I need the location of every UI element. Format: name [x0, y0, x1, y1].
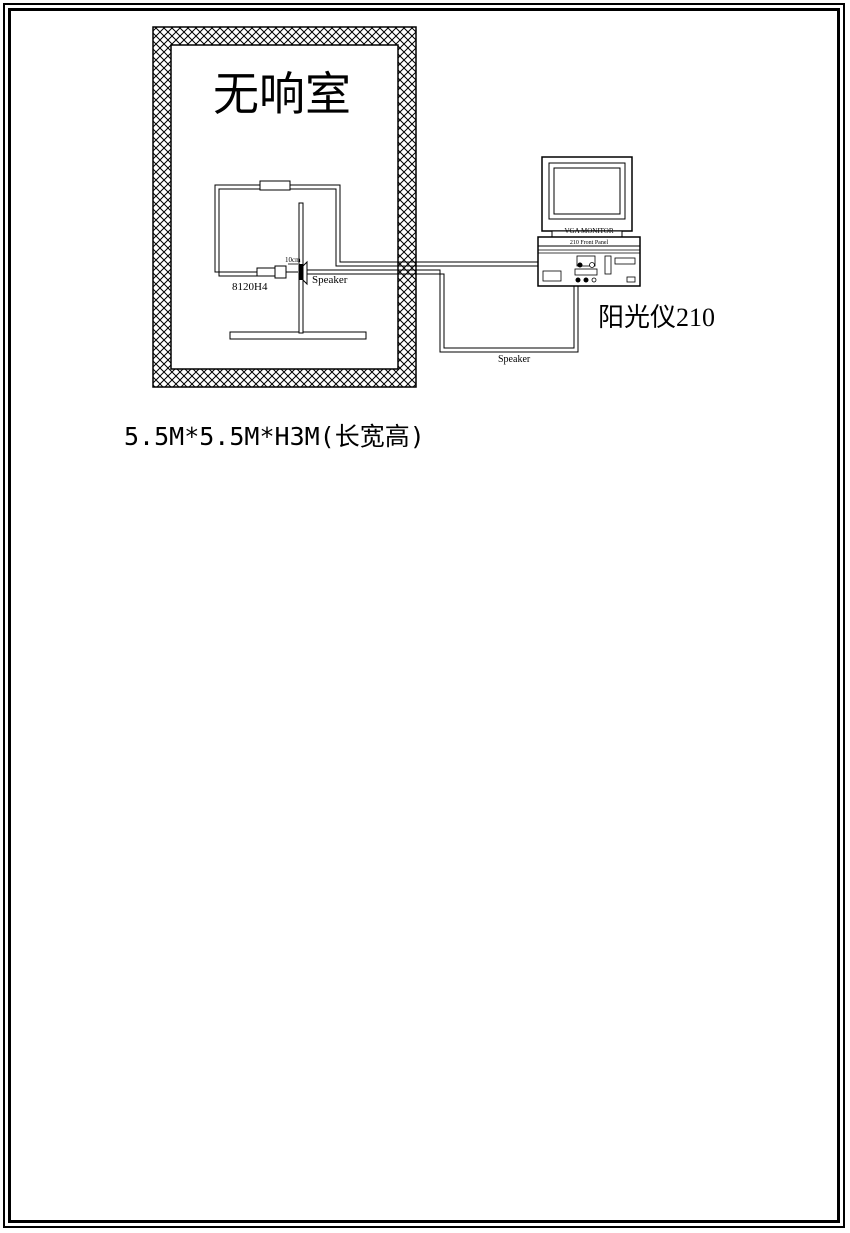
page-border-inner [8, 8, 840, 1223]
microphone [256, 265, 298, 279]
instrument-name: 阳光仪210 [598, 303, 715, 332]
page-border-outer [3, 3, 845, 1228]
instrument-front-panel [537, 236, 641, 287]
anechoic-chamber-wall [152, 26, 417, 388]
speaker-under-test [299, 260, 308, 286]
vga-monitor [541, 156, 633, 238]
speaker-label: Speaker [312, 274, 348, 286]
distance-label: 10cm [285, 256, 301, 264]
room-title: 无响室 [213, 69, 351, 120]
monitor-label: VGA MONITOR [564, 227, 613, 235]
mic-model-label: 8120H4 [232, 281, 268, 293]
room-dimensions: 5.5M*5.5M*H3M(长宽高) [124, 422, 425, 451]
microphone-cable [214, 180, 538, 277]
mic-stand [229, 202, 367, 340]
speaker-cable [307, 269, 579, 353]
preamp-box [259, 180, 291, 191]
speaker-cable-label: Speaker [498, 354, 531, 365]
front-panel-label: 210 Front Panel [570, 240, 609, 246]
